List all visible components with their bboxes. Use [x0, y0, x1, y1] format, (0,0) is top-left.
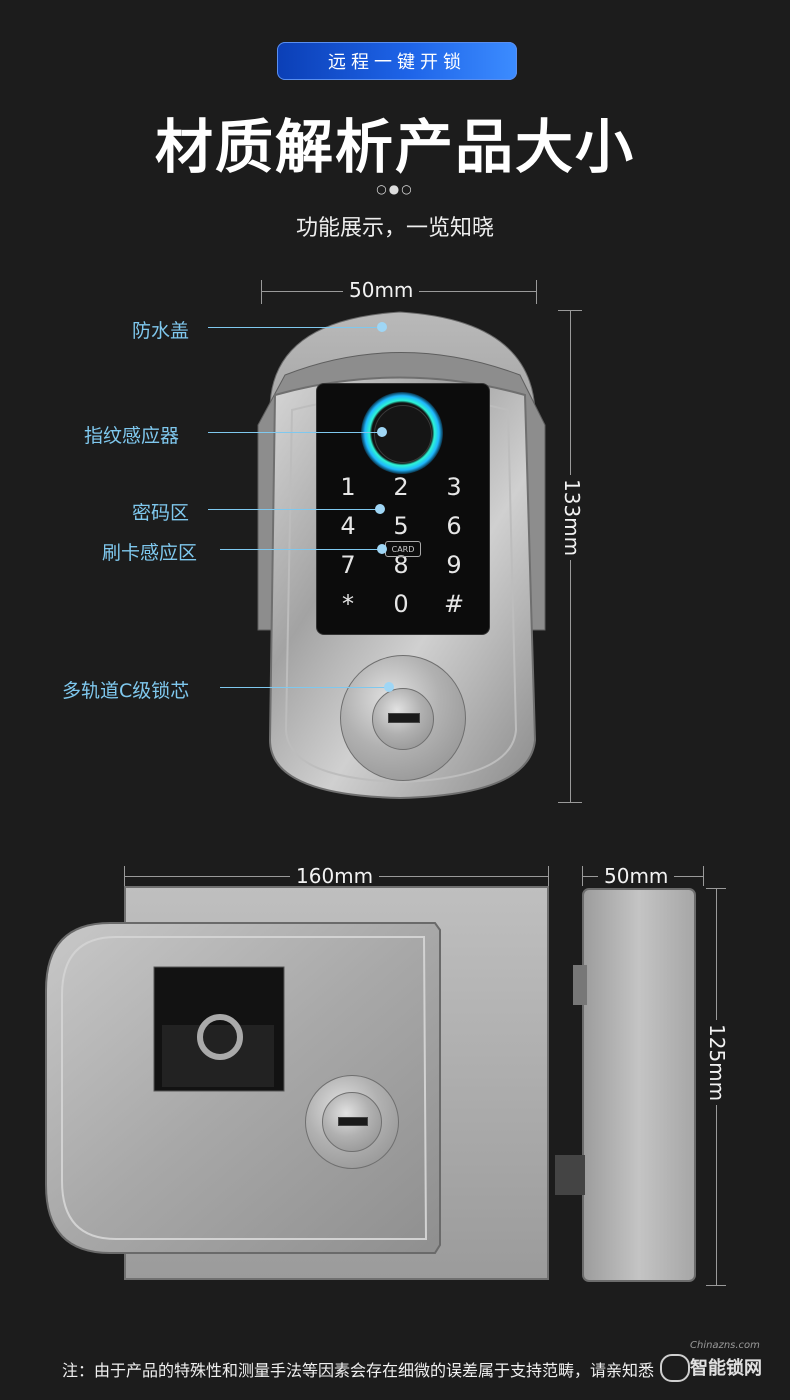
key-5[interactable]: 5 [393, 512, 409, 540]
lock-body-front [45, 886, 549, 1280]
callout-lock-cylinder: 多轨道C级锁芯 [62, 680, 190, 702]
callout-dot-card-swipe-area [377, 544, 387, 554]
key-hash[interactable]: # [443, 590, 465, 618]
watermark: Chinazns.com 智能锁网 [660, 1340, 770, 1384]
key-3[interactable]: 3 [446, 473, 462, 501]
key-7[interactable]: 7 [340, 551, 356, 579]
height-dim-tick-bottom [558, 802, 582, 803]
side-width-tick-left [582, 866, 583, 886]
key-star[interactable]: * [342, 590, 354, 618]
callout-card-swipe-area: 刷卡感应区 [102, 542, 198, 564]
callout-dot-keypad-area [375, 504, 385, 514]
key-1[interactable]: 1 [340, 473, 356, 501]
lock-body-side [555, 888, 696, 1282]
watermark-site: Chinazns.com [690, 1340, 760, 1351]
keyhole-icon[interactable] [388, 713, 420, 723]
body-width-label: 160mm [290, 864, 380, 888]
key-6[interactable]: 6 [446, 512, 462, 540]
watermark-logo-icon [660, 1354, 690, 1382]
height-dim-tick-top [558, 310, 582, 311]
front-height-label: 133mm [560, 475, 584, 561]
page-subtitle: 功能展示，一览知晓 [295, 216, 494, 241]
callout-waterproof-cover: 防水盖 [132, 320, 190, 342]
leader-waterproof-cover [208, 327, 382, 328]
leader-lock-cylinder [220, 687, 386, 688]
card-icon: CARD [385, 541, 421, 557]
key-9[interactable]: 9 [446, 551, 462, 579]
key-4[interactable]: 4 [340, 512, 356, 540]
body-keyhole-icon[interactable] [338, 1117, 368, 1126]
body-width-tick-left [124, 866, 125, 886]
side-width-label: 50mm [598, 864, 675, 888]
callout-dot-fingerprint-sensor [377, 427, 387, 437]
callout-dot-waterproof-cover [377, 322, 387, 332]
key-2[interactable]: 2 [393, 473, 409, 501]
body-width-tick-right [548, 866, 549, 886]
side-height-label: 125mm [705, 1020, 729, 1106]
leader-card-swipe-area [220, 549, 382, 550]
side-height-tick-bottom [706, 1285, 726, 1286]
callout-fingerprint-sensor: 指纹感应器 [84, 425, 180, 447]
key-8[interactable]: 8 [393, 551, 409, 579]
decorative-dots: ○●○ [376, 182, 414, 196]
watermark-name: 智能锁网 [690, 1358, 762, 1379]
side-width-tick-right [703, 866, 704, 886]
callout-keypad-area: 密码区 [132, 502, 190, 524]
width-dim-tick-right [536, 280, 537, 304]
leader-fingerprint-sensor [208, 432, 382, 433]
key-0[interactable]: 0 [393, 590, 409, 618]
side-height-tick-top [706, 888, 726, 889]
front-width-label: 50mm [343, 278, 420, 302]
leader-keypad-area [208, 509, 382, 510]
page-title: 材质解析产品大小 [154, 113, 635, 181]
width-dim-tick-left [261, 280, 262, 304]
remote-unlock-badge: 远程一键开锁 [277, 42, 517, 80]
disclaimer-note: 注：由于产品的特殊性和测量手法等因素会存在细微的误差属于支持范畴，请亲知悉 [62, 1361, 655, 1380]
callout-dot-lock-cylinder [384, 682, 394, 692]
